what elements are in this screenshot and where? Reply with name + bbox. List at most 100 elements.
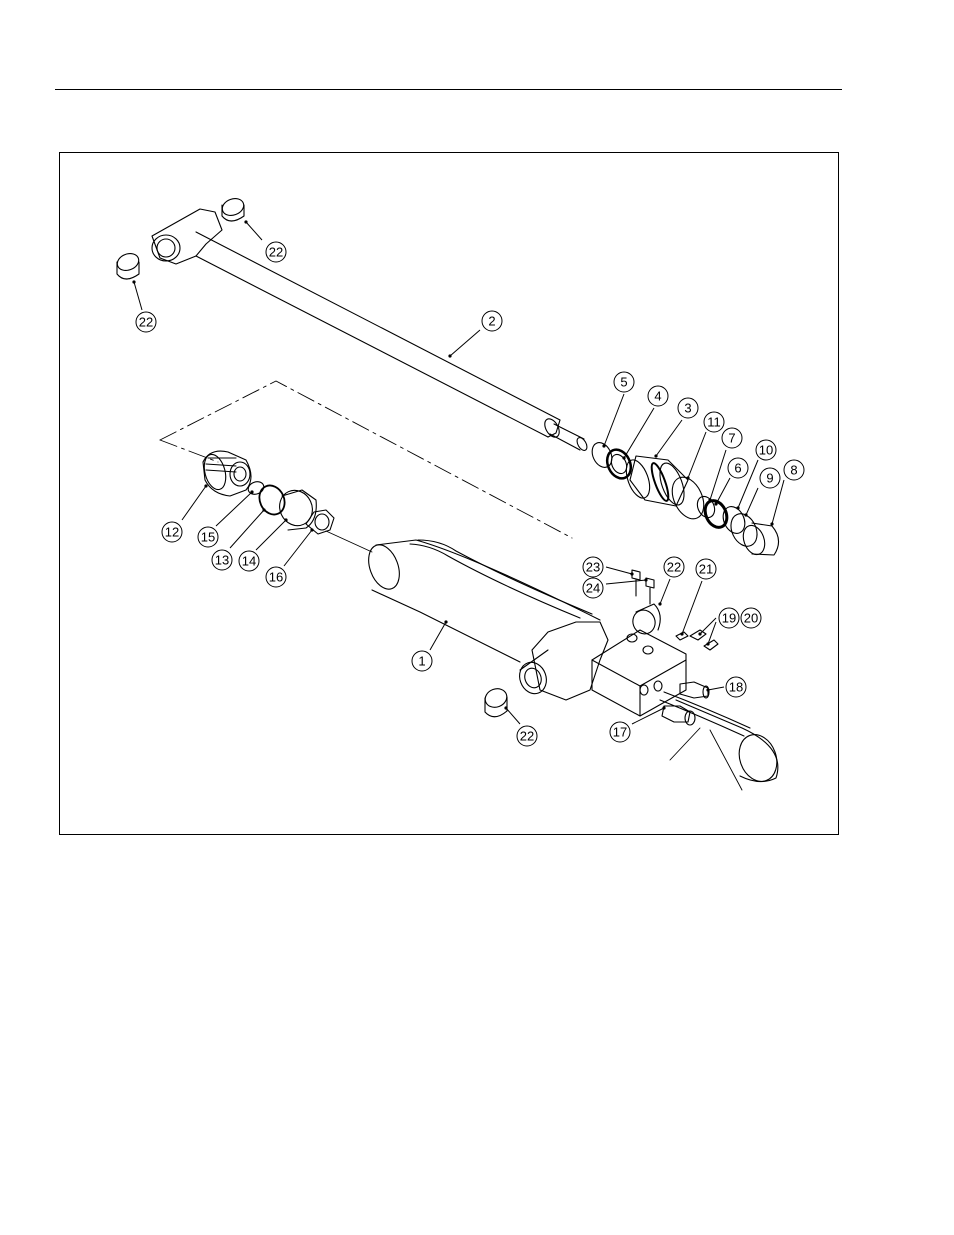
- callout-label: 13: [215, 553, 229, 568]
- callout-arrowhead: [706, 688, 709, 691]
- callout-arrowhead: [504, 706, 507, 709]
- rod-assembly: [115, 196, 589, 452]
- callout-leader: [230, 510, 264, 548]
- callout-19: 19: [698, 608, 739, 636]
- callout-22: 22: [658, 557, 684, 606]
- callout-arrowhead: [680, 632, 683, 635]
- callout-leader: [216, 492, 252, 526]
- callout-leader: [660, 579, 670, 604]
- callout-5: 5: [602, 372, 634, 448]
- callout-leader: [284, 530, 312, 566]
- callout-label: 21: [699, 562, 713, 577]
- callout-arrowhead: [310, 528, 313, 531]
- callout-label: 12: [165, 525, 179, 540]
- callout-label: 6: [734, 461, 741, 476]
- callout-16: 16: [266, 528, 314, 587]
- callout-arrowhead: [706, 642, 709, 645]
- callout-arrowhead: [262, 508, 265, 511]
- callout-22: 22: [504, 706, 537, 746]
- callout-leader: [656, 420, 682, 456]
- callout-label: 14: [242, 554, 256, 569]
- callout-arrowhead: [448, 354, 451, 357]
- callout-leader: [246, 222, 262, 240]
- callout-leader: [632, 708, 664, 724]
- callout-label: 17: [613, 725, 627, 740]
- callout-label: 24: [586, 581, 600, 596]
- callout-label: 5: [620, 375, 627, 390]
- callout-arrowhead: [708, 498, 711, 501]
- callout-label: 23: [586, 560, 600, 575]
- callout-arrowhead: [250, 490, 253, 493]
- callout-leader: [606, 567, 632, 574]
- callout-label: 4: [654, 389, 661, 404]
- callout-leader: [700, 618, 716, 634]
- callout-label: 22: [139, 315, 153, 330]
- callout-leader: [604, 394, 624, 446]
- callout-label: 15: [201, 530, 215, 545]
- callout-leader: [688, 432, 706, 478]
- rod-bushing-right: [220, 196, 246, 221]
- callout-arrowhead: [132, 280, 135, 283]
- callout-17: 17: [610, 706, 666, 742]
- callout-label: 18: [729, 680, 743, 695]
- callout-arrowhead: [744, 513, 747, 516]
- callout-label: 3: [684, 401, 691, 416]
- piston-seal-set: [588, 439, 778, 557]
- callout-leader: [450, 330, 480, 356]
- callout-24: 24: [583, 578, 648, 598]
- callout-arrowhead: [630, 572, 633, 575]
- callout-6: 6: [714, 458, 748, 506]
- callout-leader: [256, 520, 286, 550]
- callout-arrowhead: [284, 518, 287, 521]
- callout-leader: [710, 450, 726, 500]
- callout-leader: [134, 282, 142, 310]
- callout-leader: [506, 708, 520, 724]
- callout-label: 2: [488, 314, 495, 329]
- callout-label: 19: [722, 611, 736, 626]
- callout-label: 22: [269, 245, 283, 260]
- callout-arrowhead: [444, 620, 447, 623]
- callout-arrowhead: [654, 454, 657, 457]
- callout-leader: [606, 580, 646, 584]
- callout-leader: [708, 687, 724, 690]
- callout-leader: [682, 581, 702, 634]
- callout-label: 10: [759, 443, 773, 458]
- callout-label: 1: [418, 654, 425, 669]
- callout-3: 3: [654, 398, 698, 458]
- callout-arrowhead: [602, 444, 605, 447]
- callout-leader: [716, 478, 730, 504]
- callout-label: 22: [667, 560, 681, 575]
- callout-label: 20: [744, 611, 758, 626]
- callout-arrowhead: [644, 578, 647, 581]
- callout-arrowhead: [686, 476, 689, 479]
- callout-arrowhead: [736, 506, 739, 509]
- callout-18: 18: [706, 677, 746, 697]
- callout-22: 22: [244, 220, 286, 262]
- callout-leader: [182, 486, 206, 520]
- callout-label: 16: [269, 570, 283, 585]
- callout-23: 23: [583, 557, 634, 577]
- callout-11: 11: [686, 412, 724, 480]
- callout-label: 9: [766, 471, 773, 486]
- callout-arrowhead: [622, 456, 625, 459]
- callout-label: 11: [707, 415, 721, 430]
- callout-21: 21: [680, 559, 716, 636]
- callout-label: 8: [790, 463, 797, 478]
- callout-leader: [746, 488, 758, 515]
- rod-bushing-left: [115, 251, 141, 279]
- callout-label: 7: [728, 431, 735, 446]
- callout-arrowhead: [698, 632, 701, 635]
- callout-label: 22: [520, 729, 534, 744]
- callout-arrowhead: [714, 502, 717, 505]
- callout-22: 22: [132, 280, 156, 332]
- callout-14: 14: [239, 518, 288, 571]
- callout-1: 1: [412, 620, 448, 671]
- callout-arrowhead: [658, 602, 661, 605]
- callout-leader: [624, 408, 654, 458]
- callout-15: 15: [198, 490, 254, 547]
- callout-arrowhead: [244, 220, 247, 223]
- callout-arrowhead: [204, 484, 207, 487]
- callout-2: 2: [448, 311, 502, 358]
- callout-leader: [430, 622, 446, 650]
